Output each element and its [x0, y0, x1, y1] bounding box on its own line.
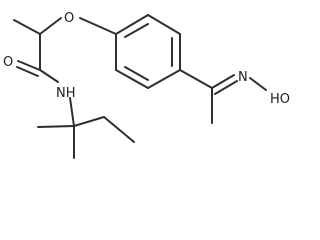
bond-imine-double-b: [214, 80, 238, 95]
bond-ring-to-imine-carbon: [179, 69, 213, 89]
ether-oxygen-label: O: [64, 11, 74, 26]
ring-inner-bond-bottom: [124, 66, 149, 81]
bond-methyl-to-alpha-carbon: [13, 19, 41, 35]
ring-bond-2: [147, 14, 181, 35]
bond-alpha-carbon-to-ether-oxygen: [39, 17, 62, 35]
bond-carbonyl-double-b: [16, 66, 39, 77]
ring-bond-4: [147, 69, 181, 89]
bond-oxime-nitrogen-to-oxygen: [249, 77, 267, 91]
carbonyl-oxygen-label: O: [3, 55, 13, 70]
bond-amide-nitrogen-to-tertiary-carbon: [69, 97, 75, 127]
bond-ether-oxygen-to-ring: [79, 17, 117, 35]
oxime-nitrogen-label: N: [238, 70, 248, 85]
bond-tertiary-carbon-to-ethyl: [73, 116, 105, 127]
bond-carbonyl-to-amide-nitrogen: [39, 69, 59, 83]
ring-bond-1: [115, 14, 149, 35]
oxime-hydroxyl-label: HO: [270, 92, 290, 107]
structure-canvas: O O NH N HO: [3, 11, 291, 159]
chemical-structure-drawing: O O NH N HO: [3, 11, 290, 159]
bond-ethyl-ch2-to-ch3: [103, 116, 135, 143]
ring-bond-5: [115, 69, 149, 89]
ring-inner-bond-top: [124, 23, 149, 38]
bond-imine-double-a: [211, 74, 235, 89]
bond-carbonyl-double-a: [17, 60, 41, 71]
amide-nitrogen-label: NH: [56, 86, 76, 101]
bond-tertiary-carbon-methyl-left: [37, 125, 75, 128]
